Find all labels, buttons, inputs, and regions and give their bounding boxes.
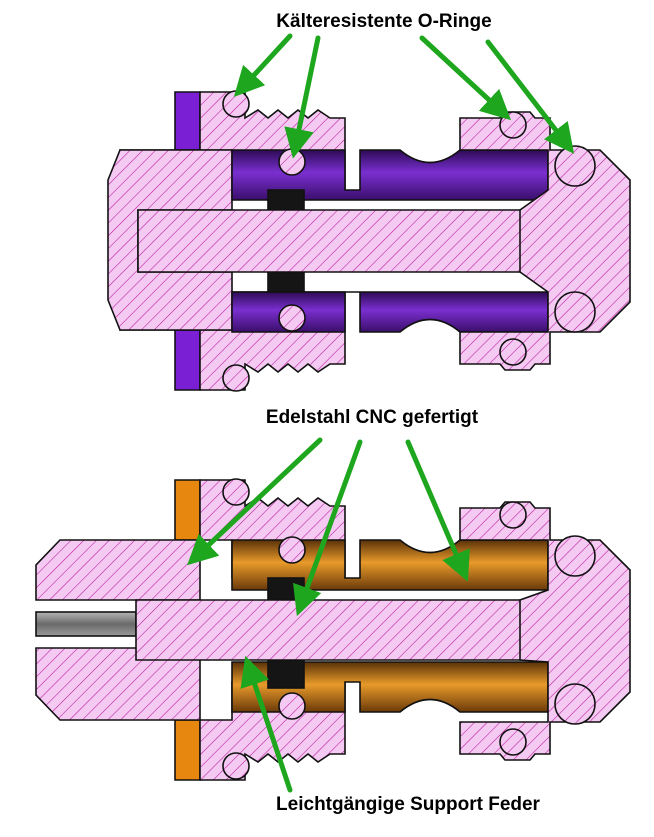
o-ring-bottom-7 — [499, 728, 527, 756]
o-ring-top-1 — [222, 90, 250, 118]
o-ring-top-3 — [499, 111, 527, 139]
purple-nut-top-lower — [174, 329, 201, 391]
arrow-icon-support-spring — [240, 655, 293, 793]
o-ring-bottom-5 — [222, 752, 250, 780]
label-stainless-cnc: Edelstahl CNC gefertigt — [266, 407, 479, 428]
orange-sleeve-lower — [231, 661, 549, 713]
o-ring-top-5 — [222, 364, 250, 392]
left-body-bottom-lower — [35, 647, 346, 781]
o-ring-top-2 — [278, 148, 306, 176]
o-ring-top-7 — [499, 338, 527, 366]
o-ring-bottom-8 — [554, 683, 596, 725]
spring-pack-bottom-lower — [267, 659, 305, 689]
o-ring-top-6 — [278, 304, 306, 332]
arrow-icon-stainless-3 — [405, 439, 470, 582]
o-ring-bottom-4 — [554, 535, 596, 577]
purple-nut-top-upper — [174, 91, 201, 151]
o-ring-bottom-2 — [278, 536, 306, 564]
o-ring-top-8 — [554, 291, 596, 333]
purple-sleeve-lower — [231, 291, 549, 333]
arrow-icon-o-ring-2 — [284, 35, 321, 159]
top-section-view — [107, 90, 631, 392]
arrow-icon-o-ring-1 — [233, 33, 293, 98]
arrow-icon-o-ring-3 — [419, 35, 512, 121]
central-shaft-bottom — [135, 599, 549, 661]
steel-pin-bottom — [35, 611, 137, 637]
o-ring-bottom-1 — [222, 478, 250, 506]
label-o-rings: Kälteresistente O-Ringe — [276, 11, 491, 32]
arrow-icon-stainless-2 — [293, 439, 363, 617]
bottom-section-view — [35, 478, 631, 781]
orange-nut-bottom-lower — [174, 719, 201, 781]
o-ring-top-4 — [554, 145, 596, 187]
arrow-icon-o-ring-4 — [485, 39, 575, 154]
central-shaft-top — [137, 209, 549, 273]
o-ring-bottom-6 — [278, 692, 306, 720]
orange-nut-bottom-upper — [174, 479, 201, 541]
arrow-icon-stainless-1 — [187, 437, 323, 566]
label-support-spring: Leichtgängige Support Feder — [276, 794, 541, 815]
o-ring-bottom-3 — [499, 501, 527, 529]
